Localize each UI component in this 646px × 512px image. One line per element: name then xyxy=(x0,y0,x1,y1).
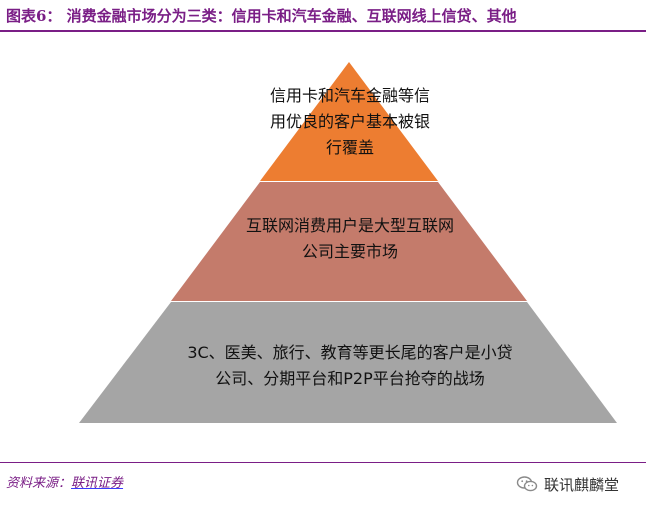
figure-title: 图表6： 消费金融市场分为三类：信用卡和汽车金融、互联网线上信贷、其他 xyxy=(6,7,517,25)
tier-top-line-1: 信用卡和汽车金融等信 xyxy=(269,86,430,105)
tier-middle-text: 互联网消费用户是大型互联网 公司主要市场 xyxy=(180,213,520,265)
tier-top-text: 信用卡和汽车金融等信 用优良的客户基本被银 行覆盖 xyxy=(200,83,500,161)
pyramid-tier-middle xyxy=(171,182,527,301)
source-note: 资料来源：联讯证券 xyxy=(6,472,123,491)
tier-middle-line-2: 公司主要市场 xyxy=(301,242,398,261)
title-bar: 图表6： 消费金融市场分为三类：信用卡和汽车金融、互联网线上信贷、其他 xyxy=(0,0,646,32)
brand-name: 联讯麒麟堂 xyxy=(544,475,620,494)
pyramid-tier-top xyxy=(260,62,438,181)
tier-top-line-2: 用优良的客户基本被银 xyxy=(269,112,430,131)
tier-middle-line-1: 互联网消费用户是大型互联网 xyxy=(245,216,454,235)
brand-watermark: 联讯麒麟堂 xyxy=(516,473,619,495)
tier-top-line-3: 行覆盖 xyxy=(325,138,374,157)
source-label: 资料来源： xyxy=(6,476,72,491)
tier-bottom-text: 3C、医美、旅行、教育等更长尾的客户是小贷 公司、分期平台和P2P平台抢夺的战场 xyxy=(120,340,580,392)
pyramid-tier-bottom xyxy=(79,302,617,423)
source-name-link[interactable]: 联讯证券 xyxy=(71,476,124,491)
wechat-icon xyxy=(516,476,538,492)
tier-bottom-line-1: 3C、医美、旅行、教育等更长尾的客户是小贷 xyxy=(187,343,513,362)
footer-divider xyxy=(0,462,646,463)
tier-bottom-line-2: 公司、分期平台和P2P平台抢夺的战场 xyxy=(215,369,485,388)
